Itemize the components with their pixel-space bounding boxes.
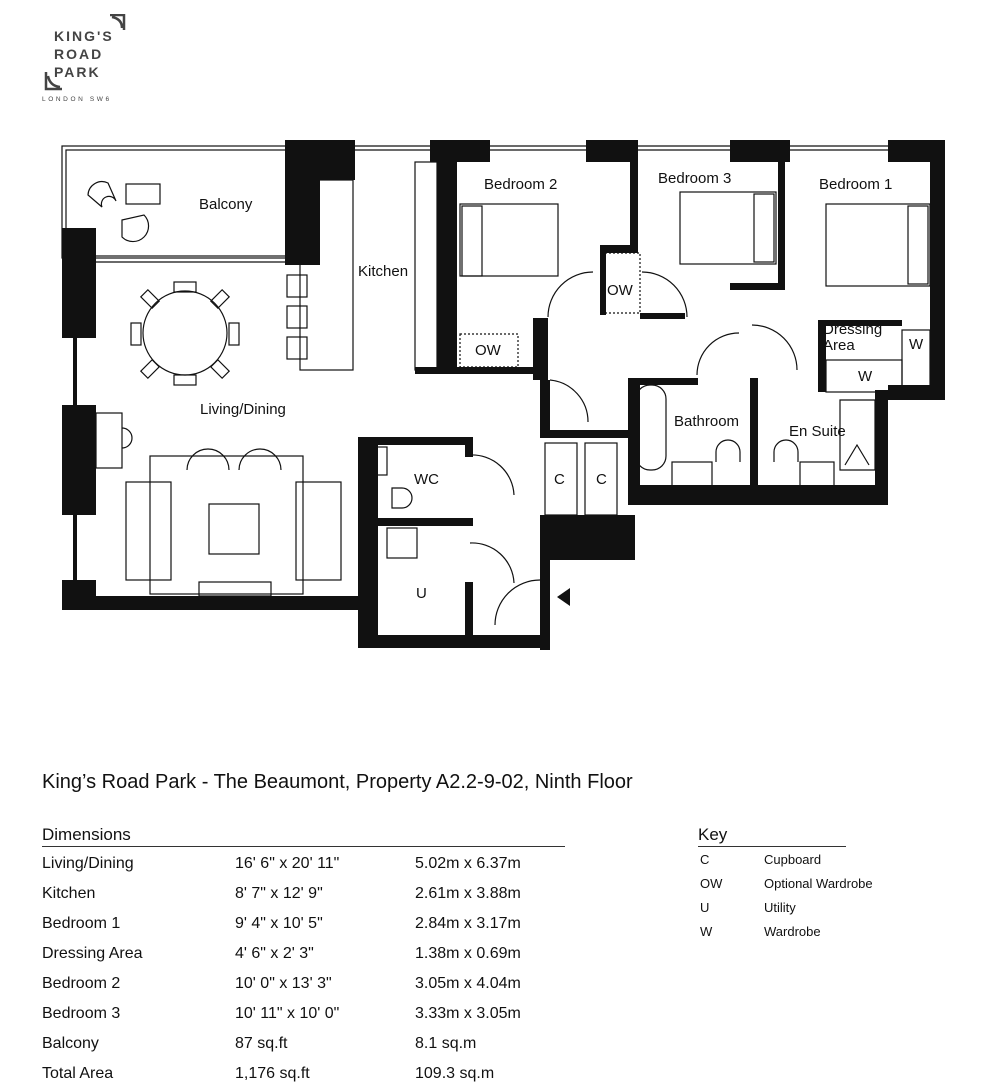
- dimension-imperial: 4' 6" x 2' 3": [235, 945, 314, 962]
- dimension-metric: 3.33m x 3.05m: [415, 1005, 521, 1022]
- room-label-w: W: [858, 368, 873, 385]
- dimension-imperial: 9' 4" x 10' 5": [235, 915, 323, 932]
- room-label-bedroom-3: Bedroom 3: [658, 170, 731, 187]
- room-label-dressing: Dressing: [823, 321, 882, 338]
- dimension-imperial: 8' 7" x 12' 9": [235, 885, 323, 902]
- key-label: Utility: [764, 900, 796, 915]
- room-label-w: W: [909, 336, 924, 353]
- dimension-room: Total Area: [42, 1065, 114, 1082]
- room-label-cupboard: C: [554, 471, 565, 488]
- room-label-en-suite: En Suite: [789, 423, 846, 440]
- key-label: Wardrobe: [764, 924, 821, 939]
- dimension-room: Living/Dining: [42, 855, 134, 872]
- room-label-cupboard: C: [596, 471, 607, 488]
- room-label-ow: OW: [607, 282, 634, 299]
- dimension-imperial: 16' 6" x 20' 11": [235, 855, 340, 872]
- key-label: Optional Wardrobe: [764, 876, 873, 891]
- logo-text: KING'S: [54, 28, 114, 44]
- key-code: U: [700, 900, 710, 915]
- key-code: C: [700, 852, 710, 867]
- key-heading: Key: [698, 825, 728, 844]
- dimension-metric: 1.38m x 0.69m: [415, 945, 521, 962]
- dimension-room: Bedroom 2: [42, 975, 121, 992]
- logo-text: ROAD: [54, 46, 104, 62]
- room-label-kitchen: Kitchen: [358, 263, 408, 280]
- key-code: W: [700, 924, 713, 939]
- room-labels: Balcony Kitchen Living/Dining Bedroom 2 …: [199, 170, 924, 602]
- room-label-wc: WC: [414, 471, 439, 488]
- room-label-balcony: Balcony: [199, 196, 253, 213]
- key-code: OW: [700, 876, 723, 891]
- dimension-imperial: 10' 11" x 10' 0": [235, 1005, 340, 1022]
- divider: [42, 846, 565, 847]
- dimension-metric: 5.02m x 6.37m: [415, 855, 521, 872]
- floor-plan: Balcony Kitchen Living/Dining Bedroom 2 …: [61, 140, 945, 650]
- dimension-metric: 2.84m x 3.17m: [415, 915, 521, 932]
- dimension-imperial: 1,176 sq.ft: [235, 1065, 310, 1082]
- room-label-bedroom-2: Bedroom 2: [484, 176, 557, 193]
- dimension-room: Dressing Area: [42, 945, 143, 962]
- property-title: King’s Road Park - The Beaumont, Propert…: [42, 771, 633, 793]
- dimension-room: Balcony: [42, 1035, 99, 1052]
- thin-lines: [61, 145, 935, 626]
- dimensions-heading: Dimensions: [42, 825, 131, 844]
- dimension-imperial: 87 sq.ft: [235, 1035, 288, 1052]
- logo-corner-marks: [44, 14, 126, 91]
- room-label-bathroom: Bathroom: [674, 413, 739, 430]
- logo-text: PARK: [54, 64, 101, 80]
- kings-road-park-logo: KING'S ROAD PARK LONDON SW6: [40, 14, 130, 109]
- dimension-room: Bedroom 3: [42, 1005, 121, 1022]
- divider: [698, 846, 846, 847]
- dimension-room: Kitchen: [42, 885, 96, 902]
- room-label-area: Area: [823, 337, 855, 354]
- dimension-imperial: 10' 0" x 13' 3": [235, 975, 332, 992]
- dimension-metric: 109.3 sq.m: [415, 1065, 495, 1082]
- room-label-living-dining: Living/Dining: [200, 401, 286, 418]
- room-label-utility: U: [416, 585, 427, 602]
- room-label-ow: OW: [475, 342, 502, 359]
- key-label: Cupboard: [764, 852, 822, 867]
- walls: [62, 140, 945, 650]
- dimension-metric: 8.1 sq.m: [415, 1035, 477, 1052]
- dimension-room: Bedroom 1: [42, 915, 121, 932]
- dimension-metric: 3.05m x 4.04m: [415, 975, 521, 992]
- dimension-metric: 2.61m x 3.88m: [415, 885, 521, 902]
- room-label-bedroom-1: Bedroom 1: [819, 176, 892, 193]
- logo-subtitle: LONDON SW6: [42, 96, 112, 103]
